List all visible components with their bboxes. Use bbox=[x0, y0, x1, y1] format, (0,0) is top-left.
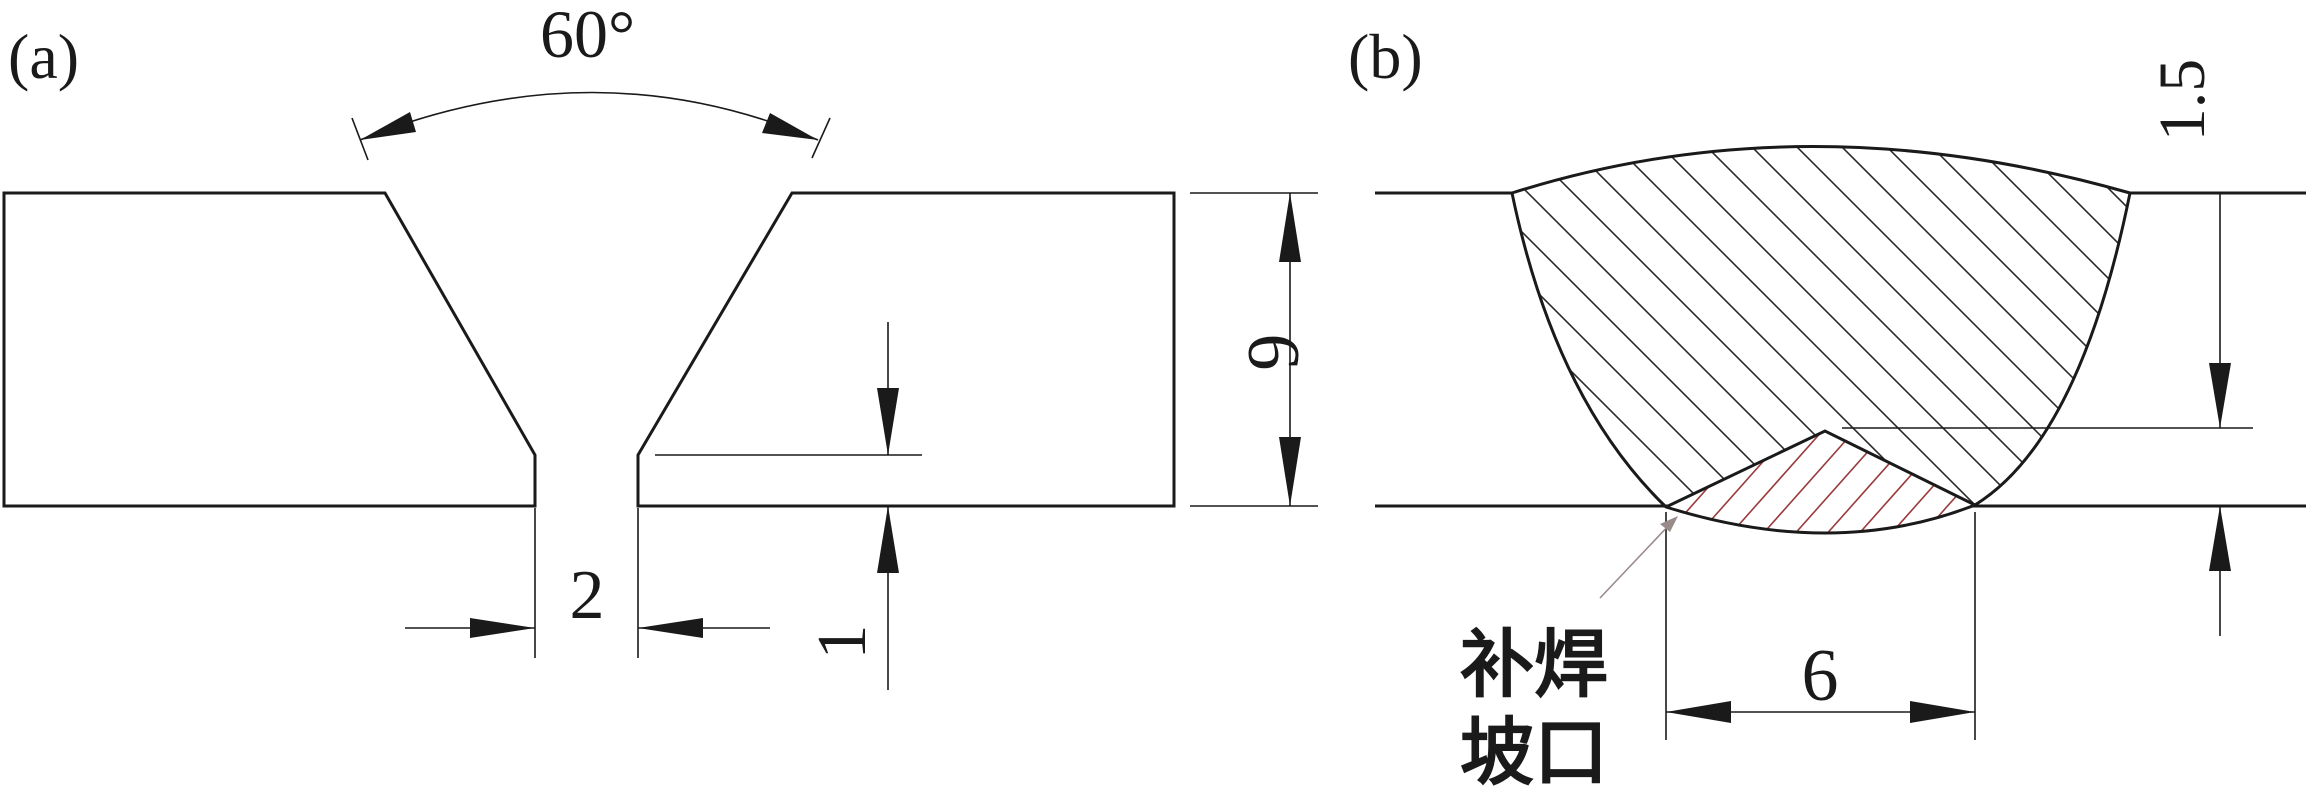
thickness-dimension: 6 bbox=[1190, 192, 1318, 507]
main-weld-outline bbox=[1510, 145, 2132, 535]
reinforcement-label: 1.5 bbox=[2146, 59, 2219, 142]
repair-groove-label-line1: 补焊 bbox=[1460, 622, 1608, 708]
left-plate bbox=[2, 191, 537, 508]
angle-label: 60° bbox=[540, 0, 635, 72]
angle-dimension: 60° bbox=[351, 0, 831, 161]
gap-label: 2 bbox=[570, 557, 605, 634]
repair-groove-outline bbox=[1665, 429, 1976, 509]
reinforcement-dimension: 1.5 bbox=[1842, 59, 2253, 636]
panel-b-label: (b) bbox=[1348, 21, 1423, 92]
root-face-label: 1 bbox=[804, 625, 881, 660]
gap-dimension: 2 bbox=[405, 508, 770, 658]
repair-groove-label-line2: 坡口 bbox=[1460, 710, 1608, 791]
width-label: 6 bbox=[1802, 635, 1839, 717]
panel-a: (a) 60° 6 bbox=[2, 0, 1318, 690]
panel-b: (b) bbox=[1348, 21, 2306, 791]
root-face-dimension: 1 bbox=[655, 322, 922, 690]
right-plate bbox=[636, 191, 1176, 508]
repair-groove-leader bbox=[1599, 516, 1678, 599]
thickness-label: 6 bbox=[1232, 334, 1314, 371]
panel-a-label: (a) bbox=[8, 21, 79, 92]
width-dimension: 6 bbox=[1665, 512, 1976, 740]
